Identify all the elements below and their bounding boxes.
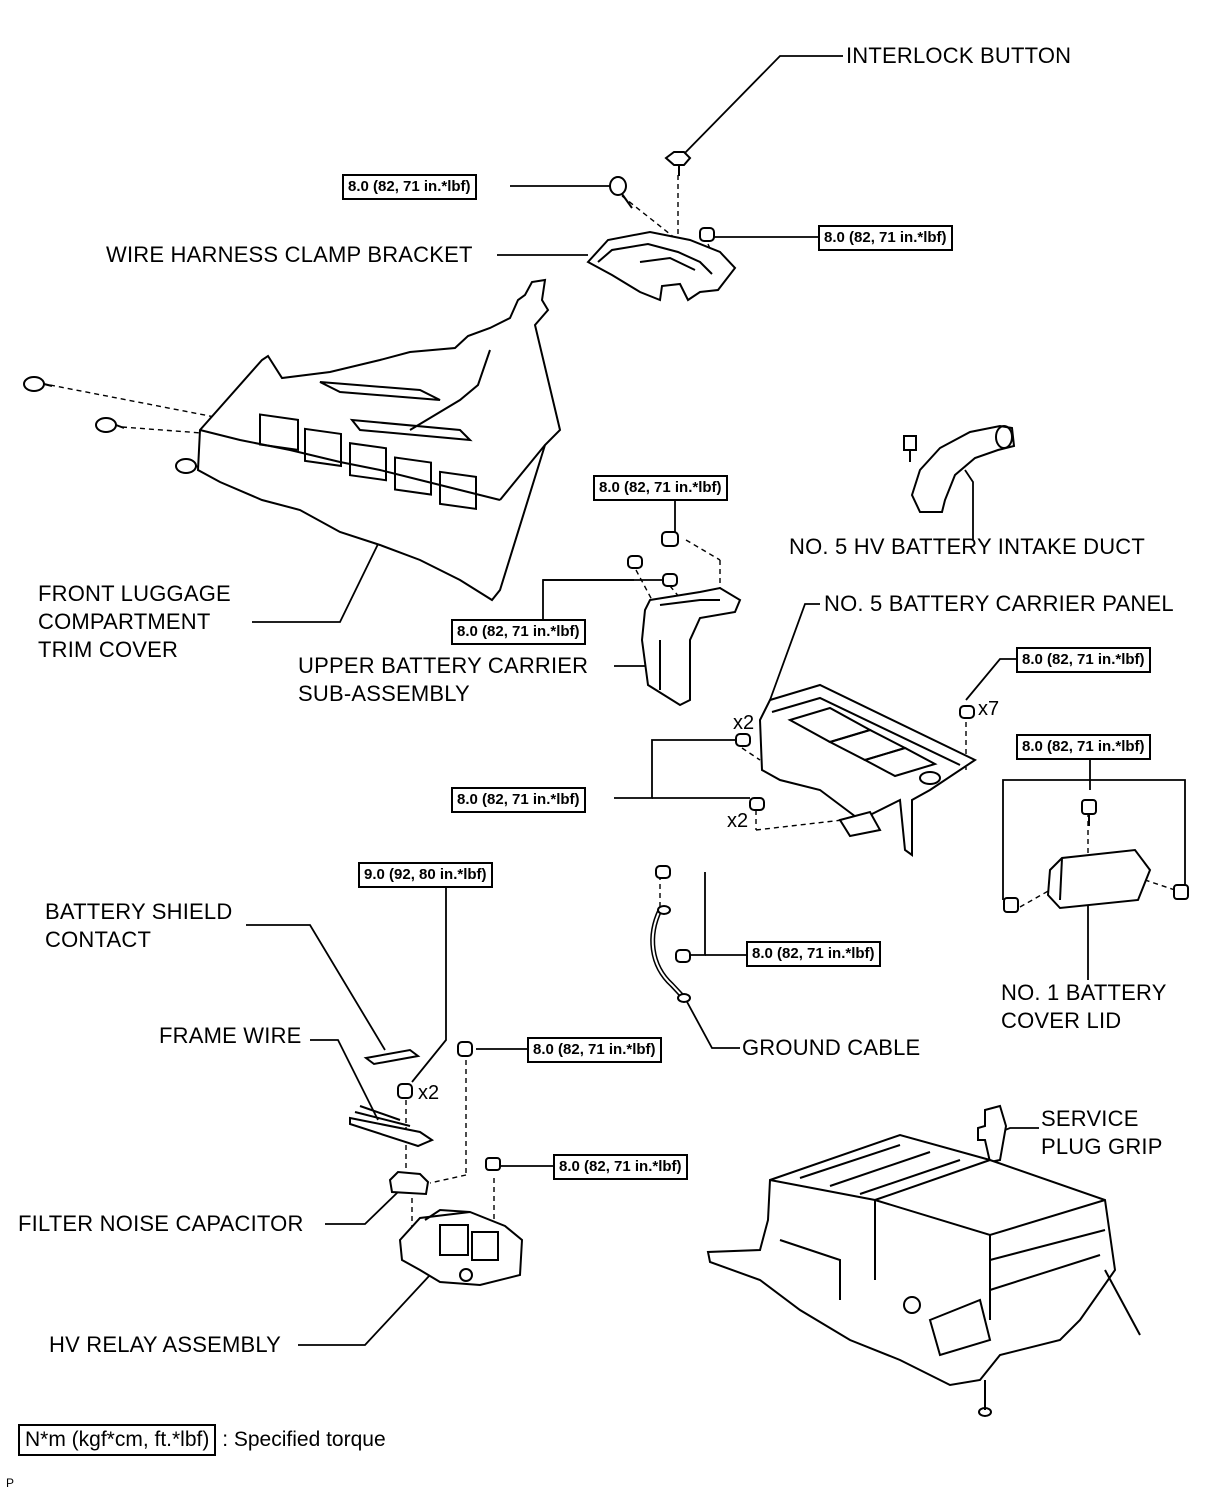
dashed-alignment-lines: [49, 175, 1176, 1230]
torque-spec-box: 8.0 (82, 71 in.*lbf): [1016, 647, 1151, 673]
torque-spec-box: 8.0 (82, 71 in.*lbf): [527, 1037, 662, 1063]
legend-unit-box: N*m (kgf*cm, ft.*lbf): [18, 1424, 217, 1456]
no5-battery-carrier-panel-label: NO. 5 BATTERY CARRIER PANEL: [824, 591, 1174, 616]
interlock-button-label: INTERLOCK BUTTON: [846, 43, 1072, 68]
torque-spec-box: 8.0 (82, 71 in.*lbf): [1016, 734, 1151, 760]
filter-noise-capacitor-label: FILTER NOISE CAPACITOR: [18, 1211, 304, 1236]
wire-harness-clamp-bracket-label: WIRE HARNESS CLAMP BRACKET: [106, 242, 473, 267]
torque-spec-box: 8.0 (82, 71 in.*lbf): [593, 475, 728, 501]
upper-battery-carrier-label-line2: SUB-ASSEMBLY: [298, 681, 470, 706]
service-plug-label-line1: SERVICE: [1041, 1106, 1139, 1131]
filter-noise-capacitor-part: [388, 1170, 430, 1196]
nut-part: [699, 227, 715, 242]
no5-hv-battery-intake-duct-label: NO. 5 HV BATTERY INTAKE DUCT: [789, 534, 1146, 559]
service-plug-label-line2: PLUG GRIP: [1041, 1134, 1163, 1159]
quantity-x2: x2: [733, 712, 755, 734]
torque-spec-box: 8.0 (82, 71 in.*lbf): [553, 1154, 688, 1180]
no1-battery-cover-label-line1: NO. 1 BATTERY: [1001, 980, 1167, 1005]
torque-spec-box: 9.0 (92, 80 in.*lbf): [358, 862, 493, 888]
interlock-button-part: [664, 151, 692, 176]
torque-spec-box: 8.0 (82, 71 in.*lbf): [818, 225, 953, 251]
frame-wire-part: [349, 1041, 473, 1148]
quantity-x7: x7: [978, 698, 1000, 720]
torque-spec-box: 8.0 (82, 71 in.*lbf): [746, 941, 881, 967]
no1-battery-cover-label-line2: COVER LID: [1001, 1008, 1122, 1033]
page-code: P: [6, 1476, 15, 1490]
quantity-x2: x2: [727, 810, 749, 832]
frame-wire-label: FRAME WIRE: [159, 1023, 302, 1048]
front-luggage-trim-cover-part: [196, 278, 562, 602]
legend-text: : Specified torque: [222, 1428, 386, 1451]
front-luggage-label-line3: TRIM COVER: [38, 637, 179, 662]
no1-battery-cover-lid-part: [1003, 799, 1189, 913]
upper-battery-carrier-label-line1: UPPER BATTERY CARRIER: [298, 653, 589, 678]
wire-harness-clamp-bracket-part: [586, 230, 737, 302]
torque-spec-box: 8.0 (82, 71 in.*lbf): [451, 619, 586, 645]
no5-intake-duct-part: [903, 424, 1016, 513]
quantity-x2: x2: [418, 1082, 440, 1104]
service-plug-grip-part: [977, 1104, 1008, 1164]
ground-cable-part: [650, 865, 691, 1003]
screw-part: [23, 376, 205, 474]
bolt-part: [609, 176, 633, 209]
no5-battery-carrier-panel-part: [735, 683, 978, 857]
battery-shield-label-line2: CONTACT: [45, 927, 152, 952]
front-luggage-label-line1: FRONT LUGGAGE: [38, 581, 231, 606]
battery-shield-label-line1: BATTERY SHIELD: [45, 899, 233, 924]
front-luggage-label-line2: COMPARTMENT: [38, 609, 211, 634]
hv-battery-assembly-part: [706, 1133, 1141, 1417]
hv-relay-assembly-part: [398, 1157, 524, 1287]
torque-spec-box: 8.0 (82, 71 in.*lbf): [451, 787, 586, 813]
torque-spec-box: 8.0 (82, 71 in.*lbf): [342, 174, 477, 200]
upper-battery-carrier-part: [627, 531, 742, 707]
battery-shield-contact-part: [363, 1048, 421, 1066]
ground-cable-label: GROUND CABLE: [742, 1035, 921, 1060]
torque-legend: N*m (kgf*cm, ft.*lbf) : Specified torque: [18, 1424, 386, 1456]
hv-relay-assembly-label: HV RELAY ASSEMBLY: [49, 1332, 282, 1357]
